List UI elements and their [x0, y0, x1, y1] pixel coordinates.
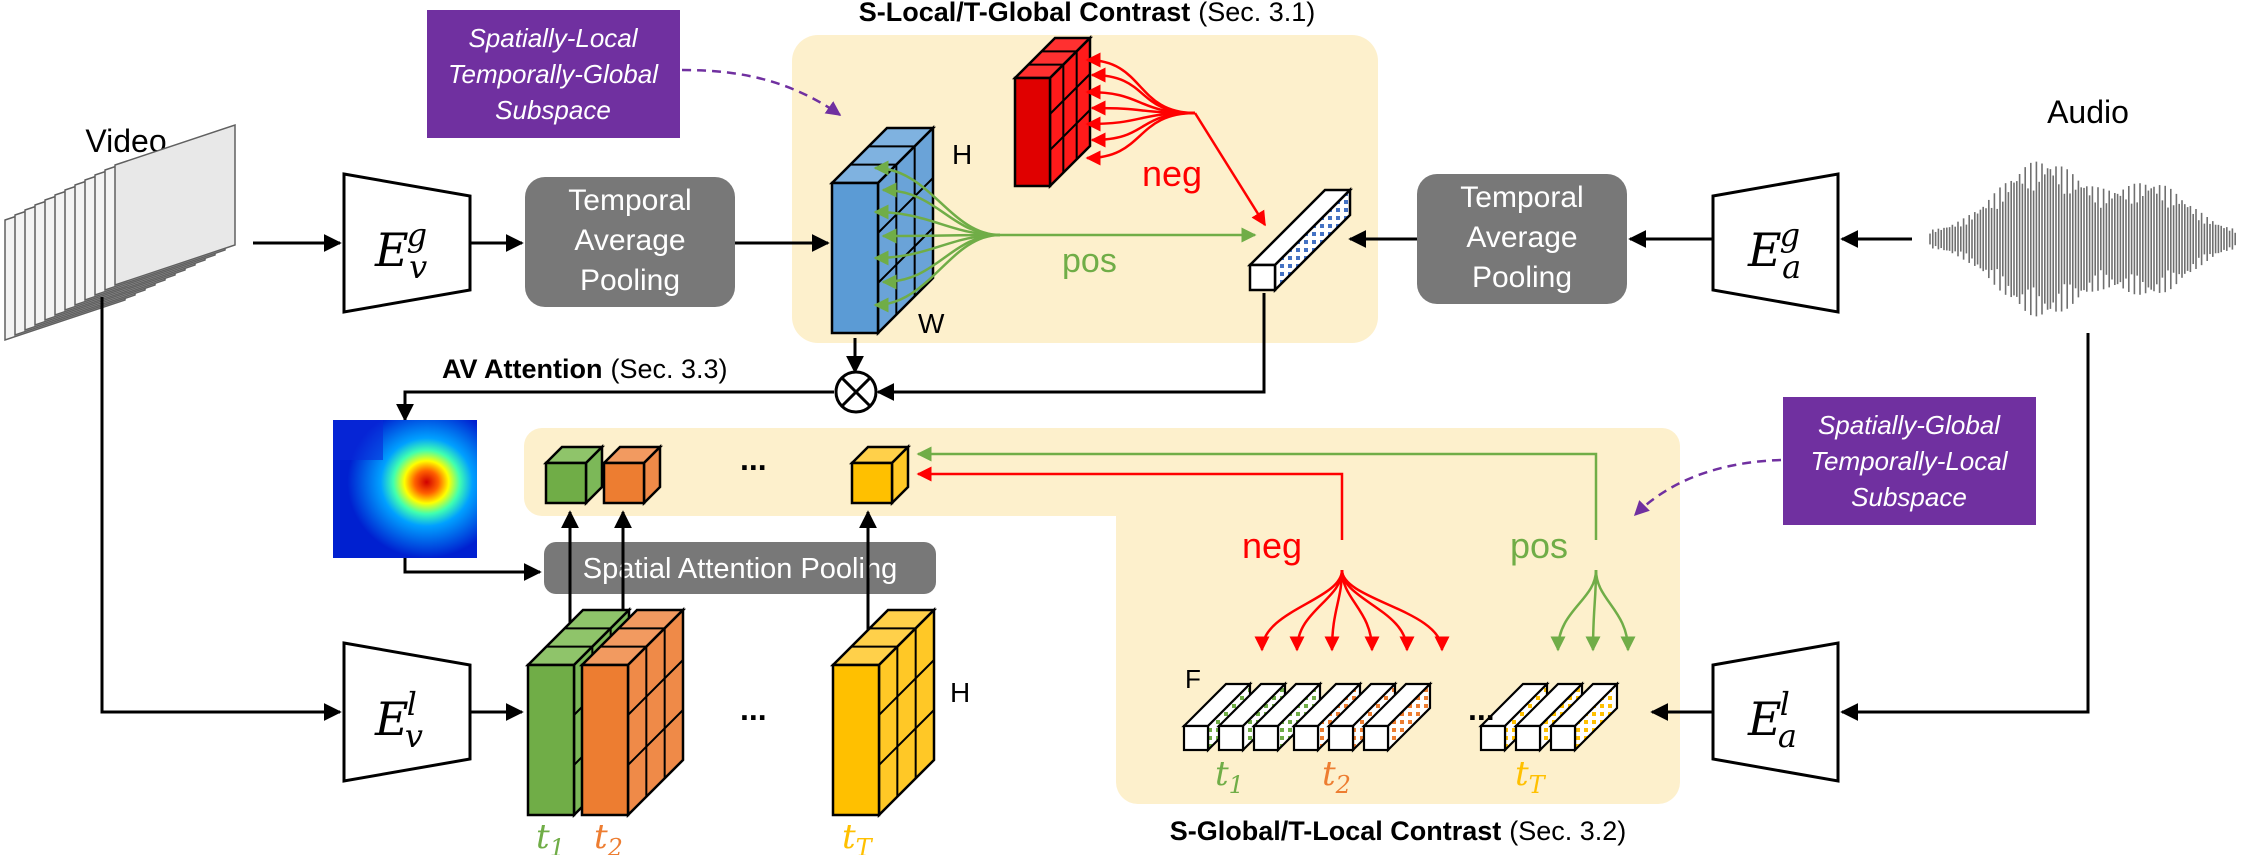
- pooled-cube-t1-front: [544, 461, 588, 505]
- spatial-attention-pooling: Spatial Attention Pooling: [544, 542, 936, 594]
- label-neg-top: neg: [1142, 153, 1202, 194]
- svg-text:Ega: Ega: [1747, 216, 1801, 286]
- subspace-arrow-top: [681, 68, 842, 117]
- svg-text:Subspace: Subspace: [495, 95, 611, 125]
- video-frame: [114, 123, 236, 287]
- flow-arrows: [100, 230, 2090, 721]
- time-label-t1: t1: [536, 817, 565, 855]
- bar-tT-front: [1549, 724, 1577, 752]
- neg-arrow-bottom: [1254, 569, 1344, 652]
- local-map-t2-grid: [627, 709, 684, 766]
- neg-arrow-main-bottom: [916, 466, 1344, 540]
- pos-arrow-main-bottom: [916, 446, 1598, 540]
- red-map-front: [1013, 76, 1052, 188]
- local-feature-maps: [524, 606, 938, 819]
- bar-t1-front: [1252, 724, 1280, 752]
- red-map-grid: [1049, 109, 1091, 151]
- svg-text:Spatially-Local: Spatially-Local: [468, 23, 638, 53]
- time-label-bar-t1: t1: [1215, 754, 1244, 799]
- svg-text:Ela: Ela: [1747, 685, 1797, 755]
- svg-text:Pooling: Pooling: [1472, 261, 1572, 294]
- video-frames: [4, 123, 236, 342]
- svg-text:Temporal: Temporal: [568, 184, 691, 217]
- subspace-box-top: Spatially-Local Temporally-Global Subspa…: [427, 10, 680, 138]
- label-pos-top: pos: [1062, 242, 1117, 280]
- local-map-t2-grid: [627, 659, 684, 716]
- local-map-t2-front: [580, 663, 630, 817]
- bar-t2-front: [1327, 724, 1355, 752]
- audio-feature-vector: [1246, 186, 1354, 294]
- audio-waveform: [1929, 161, 2236, 317]
- neg-arrow: [1085, 111, 1196, 166]
- local-map-t1-front: [526, 663, 576, 817]
- pooled-cube-t2-front: [602, 461, 646, 505]
- pos-arrow: [873, 233, 1001, 313]
- time-label-bar-tT: tT: [1515, 754, 1547, 799]
- temporal-pooling-audio: Temporal Average Pooling: [1417, 174, 1627, 304]
- panel-top: [792, 35, 1378, 343]
- label-w-top: W: [918, 308, 945, 339]
- multiply-node: [834, 370, 878, 414]
- bar-t2-front: [1362, 724, 1390, 752]
- local-map-tT-grid: [878, 709, 935, 766]
- section-title-bottom: S-Global/T-Local Contrast(Sec. 3.2): [1170, 816, 1627, 846]
- svg-text:Average: Average: [574, 224, 685, 257]
- attention-heatmap: [333, 420, 477, 558]
- label-f: F: [1185, 664, 1201, 694]
- red-map-grid: [1049, 73, 1091, 115]
- pos-arrow-bottom: [1594, 569, 1636, 652]
- subspace-arrow-bottom: [1633, 458, 1782, 517]
- contrast-arrows-top: [873, 52, 1267, 313]
- neg-arrow-bottom: [1340, 569, 1450, 652]
- local-map-tT-front: [831, 663, 881, 817]
- label-h-bottom: H: [950, 677, 970, 708]
- bar-tT-front: [1514, 724, 1542, 752]
- time-label-bar-t2: t2: [1322, 754, 1351, 799]
- temporal-pooling-video: Temporal Average Pooling: [525, 177, 735, 307]
- contrast-arrows-bottom: [916, 446, 1636, 652]
- audio-label: Audio: [2047, 94, 2129, 130]
- blue-map-front: [830, 181, 880, 335]
- bar-t1-front: [1217, 724, 1245, 752]
- svg-text:Egv: Egv: [374, 216, 427, 286]
- svg-text:Subspace: Subspace: [1851, 482, 1967, 512]
- svg-text:Temporally-Global: Temporally-Global: [448, 59, 659, 89]
- audio-vec-front: [1248, 263, 1277, 292]
- time-label-t2: t2: [594, 817, 623, 855]
- section-title-top: S-Local/T-Global Contrast(Sec. 3.1): [859, 0, 1316, 27]
- time-label-tT: tT: [842, 817, 874, 855]
- ellipsis-pooled: ...: [740, 441, 767, 477]
- section-title-attention: AV Attention(Sec. 3.3): [442, 354, 728, 384]
- svg-text:Spatially-Global: Spatially-Global: [1818, 410, 2001, 440]
- ellipsis-local: ...: [740, 691, 767, 727]
- svg-text:Spatial Attention Pooling: Spatial Attention Pooling: [583, 553, 897, 585]
- pooled-cubes: [542, 443, 912, 507]
- label-pos-bottom: pos: [1510, 525, 1568, 566]
- bar-tT-front: [1479, 724, 1507, 752]
- svg-text:Average: Average: [1466, 221, 1577, 254]
- negative-feature-map: [1011, 34, 1094, 190]
- subspace-box-bottom: Spatially-Global Temporally-Local Subspa…: [1783, 397, 2036, 525]
- bar-t2-front: [1292, 724, 1320, 752]
- svg-text:Elv: Elv: [374, 685, 423, 755]
- svg-text:Pooling: Pooling: [580, 264, 680, 297]
- label-neg-bottom: neg: [1242, 525, 1302, 566]
- label-h-top: H: [952, 139, 972, 170]
- svg-text:Temporally-Local: Temporally-Local: [1810, 446, 2008, 476]
- pooled-cube-tT-front: [850, 461, 894, 505]
- svg-text:Temporal: Temporal: [1460, 181, 1583, 214]
- bar-t1-front: [1182, 724, 1210, 752]
- ellipsis-bars: ...: [1468, 691, 1495, 727]
- audio-local-features: [1181, 681, 1620, 753]
- local-map-tT-grid: [878, 659, 935, 716]
- neg-arrow-main: [1193, 112, 1267, 227]
